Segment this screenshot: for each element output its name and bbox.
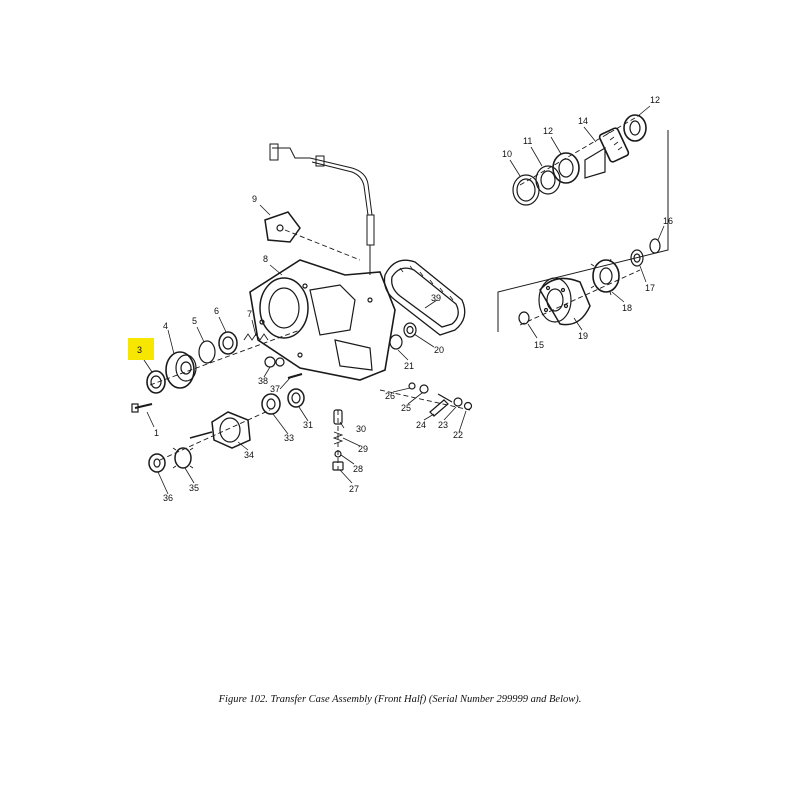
part-38-nut <box>264 356 285 368</box>
callout-4: 4 <box>163 321 168 331</box>
callout-25: 25 <box>401 403 411 413</box>
callout-8: 8 <box>263 254 268 264</box>
part-28-ball <box>334 450 342 458</box>
part-17-bearing <box>630 249 644 267</box>
callout-11: 11 <box>523 136 532 146</box>
callout-35: 35 <box>189 483 199 493</box>
callout-36: 36 <box>163 493 173 503</box>
callout-37: 37 <box>270 384 280 394</box>
callout-30: 30 <box>356 424 366 434</box>
callout-1: 1 <box>154 428 159 438</box>
callout-9: 9 <box>252 194 257 204</box>
part-24-bracket <box>429 393 453 417</box>
part-30-plug <box>333 409 343 425</box>
part-12-upper-bearing <box>623 114 647 142</box>
part-9-shift-plate <box>264 211 301 243</box>
callout-27: 27 <box>349 484 359 494</box>
callout-17: 17 <box>645 283 655 293</box>
part-12-bearing <box>552 152 580 184</box>
part-1-bolt <box>131 403 153 413</box>
callout-21: 21 <box>404 361 414 371</box>
callout-14: 14 <box>578 116 588 126</box>
callout-26: 26 <box>385 391 395 401</box>
leader-lines <box>143 105 665 495</box>
callout-33: 33 <box>284 433 294 443</box>
part-6-spacer <box>218 331 238 355</box>
part-8-housing <box>249 259 396 381</box>
callout-numbers: 1 3 4 5 6 7 8 9 10 11 12 14 12 15 16 17 … <box>137 95 673 503</box>
callout-15: 15 <box>534 340 544 350</box>
callout-12-top: 12 <box>650 95 660 105</box>
callout-10: 10 <box>502 149 512 159</box>
part-16-washer <box>649 238 661 254</box>
part-34-yoke <box>189 411 251 449</box>
callout-28: 28 <box>353 464 363 474</box>
explode-lines <box>149 114 641 470</box>
callout-24: 24 <box>416 420 426 430</box>
part-29-spring <box>332 431 344 445</box>
part-4-retainer <box>165 351 197 389</box>
callout-31: 31 <box>303 420 313 430</box>
callout-3: 3 <box>137 345 142 355</box>
shift-linkage <box>269 143 375 275</box>
part-22-nut <box>463 401 473 411</box>
group-bracket <box>497 130 669 332</box>
part-3-seal <box>146 370 166 394</box>
part-25-washer <box>419 384 429 394</box>
figure-caption: Figure 102. Transfer Case Assembly (Fron… <box>218 694 582 705</box>
callout-34: 34 <box>244 450 254 460</box>
part-7-spring <box>243 333 269 341</box>
callout-20: 20 <box>434 345 444 355</box>
callout-6: 6 <box>214 306 219 316</box>
callout-5: 5 <box>192 316 197 326</box>
part-27-bolt <box>332 461 344 471</box>
callout-38: 38 <box>258 376 268 386</box>
part-19-carrier <box>538 277 591 326</box>
part-31-bearing <box>287 388 305 408</box>
part-14-gear-shaft <box>584 127 630 179</box>
callout-19: 19 <box>578 331 588 341</box>
callout-highlight <box>128 338 154 360</box>
part-18-gear <box>590 258 620 296</box>
callout-39: 39 <box>431 293 441 303</box>
callout-22: 22 <box>453 430 463 440</box>
callout-18: 18 <box>622 303 632 313</box>
callout-7: 7 <box>247 309 252 319</box>
part-11-washer <box>535 165 561 195</box>
part-21-washer <box>389 334 403 350</box>
part-23-washer <box>453 397 463 407</box>
callout-16: 16 <box>663 216 673 226</box>
part-33-seal <box>261 393 281 415</box>
callout-12: 12 <box>543 126 553 136</box>
part-15-bushing <box>518 311 530 325</box>
part-20-ring <box>403 322 417 338</box>
part-39-drive-chain <box>383 259 466 336</box>
part-26-nut <box>408 382 416 390</box>
callout-23: 23 <box>438 420 448 430</box>
callout-29: 29 <box>358 444 368 454</box>
part-5-ring <box>198 340 216 364</box>
part-10-snap-ring <box>512 174 540 206</box>
part-35-gear <box>172 447 194 469</box>
part-37-pin <box>287 373 303 379</box>
part-36-gear <box>148 453 166 473</box>
